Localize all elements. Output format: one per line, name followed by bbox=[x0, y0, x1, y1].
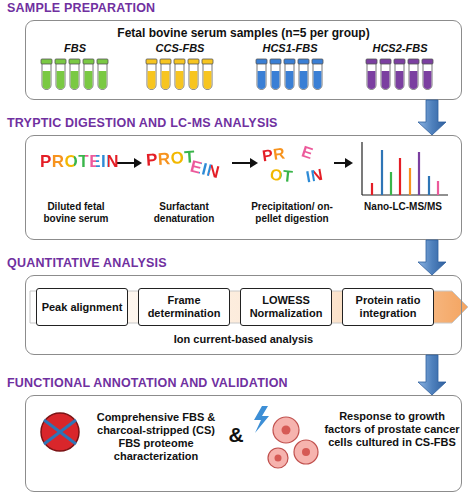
annotation-label: Nano-LC-MS/MS bbox=[355, 201, 451, 213]
tube-group bbox=[146, 59, 213, 90]
section-text: Fetal bovine serum samples (n=5 per grou… bbox=[26, 26, 461, 40]
annotation-label: Precipitation/ on-pellet digestion bbox=[244, 201, 340, 225]
section-heading: QUANTITATIVE ANALYSIS bbox=[7, 256, 167, 270]
section-box: QUANTITATIVE ANALYSISIon current-based a… bbox=[25, 275, 462, 355]
protein-letters: PROTEIN bbox=[40, 152, 119, 172]
section-box: SAMPLE PREPARATIONFetal bovine serum sam… bbox=[25, 20, 462, 100]
flow-arrow bbox=[418, 240, 446, 275]
annotation-label: Response to growth factors of prostate c… bbox=[324, 410, 460, 449]
tube-group bbox=[366, 59, 433, 90]
section-heading: FUNCTIONAL ANNOTATION AND VALIDATION bbox=[7, 376, 288, 390]
protein-letters: PROT bbox=[145, 147, 196, 170]
step-text: Protein ratio integration bbox=[343, 294, 433, 320]
annotation-label: HCS2-FBS bbox=[360, 42, 440, 55]
protein-letters: EIN bbox=[188, 157, 222, 184]
tube-group bbox=[41, 59, 108, 90]
process-box: Peak alignment bbox=[36, 288, 128, 326]
annotation-label: Surfactant denaturation bbox=[142, 201, 226, 225]
annotation-label: Comprehensive FBS & charcoal-stripped (C… bbox=[87, 411, 225, 463]
section-heading: SAMPLE PREPARATION bbox=[7, 1, 155, 15]
section-heading: TRYPTIC DIGESTION AND LC-MS ANALYSIS bbox=[7, 116, 278, 130]
cell-icon bbox=[254, 406, 318, 468]
protein-letters: OT bbox=[269, 165, 294, 186]
annotation-label: FBS bbox=[35, 42, 115, 55]
section-box: TRYPTIC DIGESTION AND LC-MS ANALYSIS bbox=[25, 135, 462, 240]
annotation-label: & bbox=[224, 422, 248, 447]
spectrum-plot bbox=[362, 142, 448, 195]
process-box: Protein ratio integration bbox=[342, 288, 434, 326]
step-text: Peak alignment bbox=[39, 301, 126, 314]
step-text: Frame determination bbox=[139, 294, 229, 320]
depletion-icon bbox=[41, 413, 79, 451]
process-box: Frame determination bbox=[138, 288, 230, 326]
process-box: LOWESS Normalization bbox=[240, 288, 332, 326]
annotation-label: HCS1-FBS bbox=[250, 42, 330, 55]
annotation-label: Diluted fetal bovine serum bbox=[30, 201, 122, 225]
protein-letters: E bbox=[299, 142, 315, 164]
section-text: Ion current-based analysis bbox=[26, 333, 461, 345]
annotation-label: CCS-FBS bbox=[140, 42, 220, 55]
flow-arrow bbox=[418, 100, 446, 135]
flow-arrow bbox=[418, 355, 446, 395]
protein-letters: IN bbox=[304, 165, 324, 187]
step-text: LOWESS Normalization bbox=[241, 294, 331, 320]
protein-letters: PR bbox=[261, 143, 287, 165]
tube-group bbox=[256, 59, 323, 90]
